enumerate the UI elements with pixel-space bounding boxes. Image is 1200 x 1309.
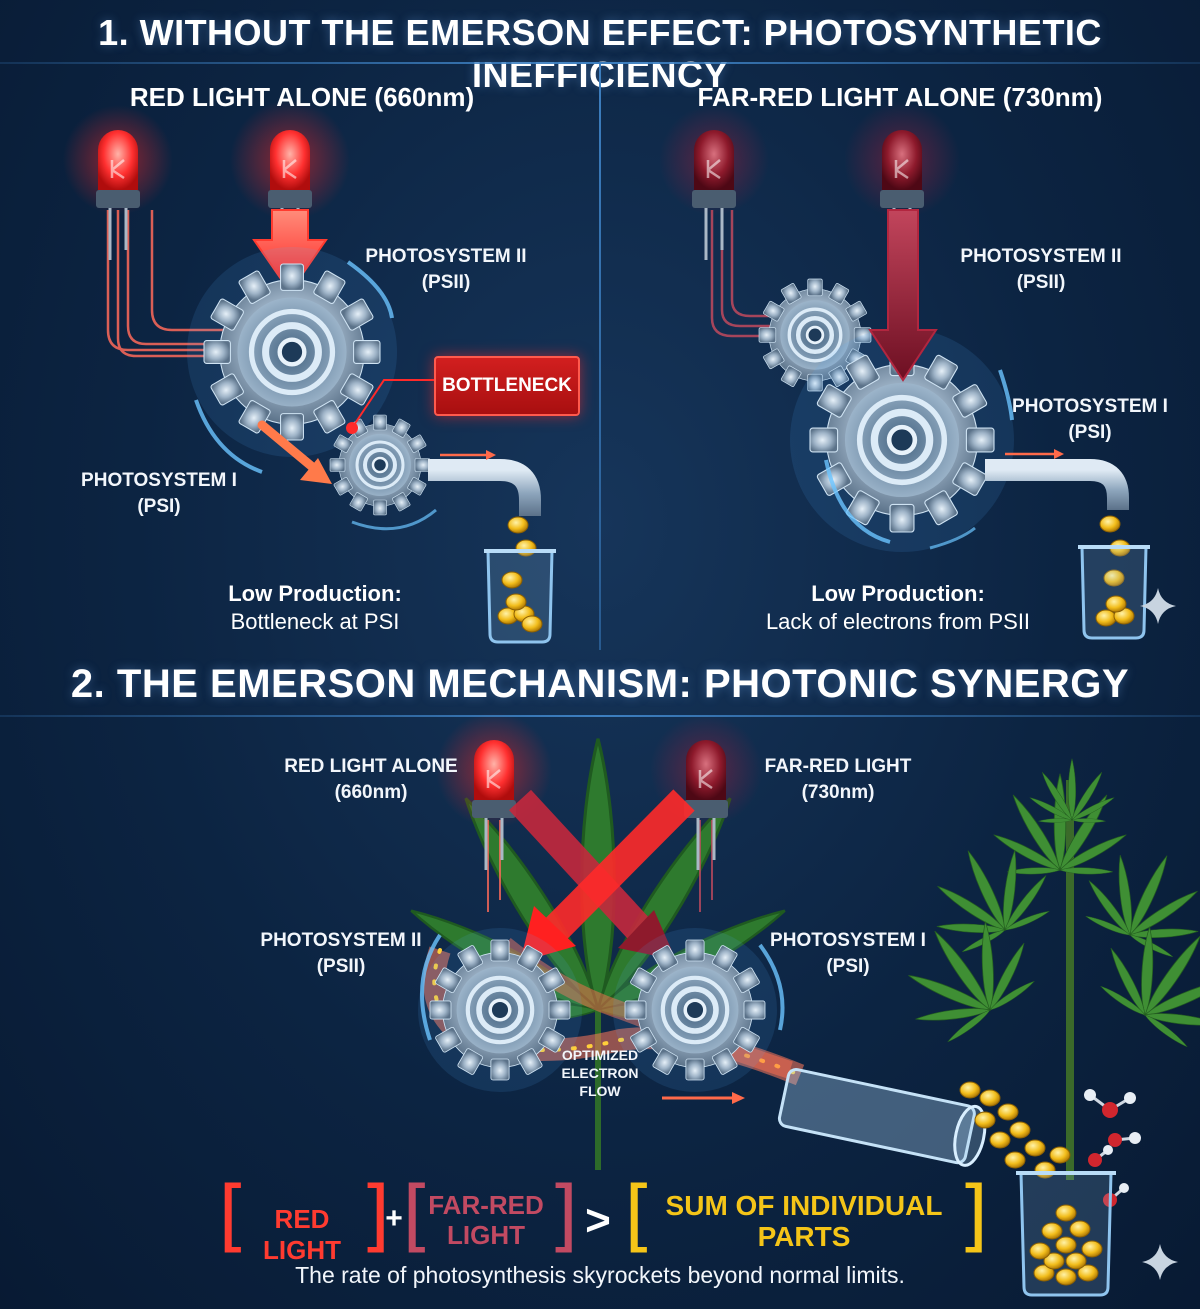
section2-title: 2. THE EMERSON MECHANISM: PHOTONIC SYNER… [70,662,1130,706]
section1-top-divider [0,62,1200,64]
equation-term-red: RED LIGHT [263,1204,341,1265]
left-psii-label: PHOTOSYSTEM II (PSII) [365,246,527,293]
equation-term-farred: FAR-RED LIGHT [428,1190,544,1250]
synergy-farred-label: FAR-RED LIGHT (730nm) [764,756,912,803]
panel-divider [599,64,601,650]
bracket-close-red: ] [360,1171,391,1261]
right-production-note: Low Production: Lack of electrons from P… [720,580,1076,636]
right-panel-graphics [659,102,1176,640]
bracket-open-farred: [ [402,1171,433,1261]
bracket-close-farred: ] [548,1171,579,1261]
left-panel-graphics [63,100,558,644]
left-production-heading: Low Production: [228,581,402,606]
right-production-detail: Lack of electrons from PSII [765,609,1031,634]
synergy-psi-label: PHOTOSYSTEM I (PSI) [770,930,926,977]
bracket-open-red: [ [218,1171,249,1261]
bottleneck-badge: BOTTLENECK [434,356,580,416]
plant-icon [879,759,1200,1180]
left-panel-title: RED LIGHT ALONE (660nm) [129,82,475,112]
left-production-note: Low Production: Bottleneck at PSI [160,580,470,636]
equation-result: SUM OF INDIVIDUAL PARTS [665,1190,943,1252]
electron-flow-label: OPTIMIZED ELECTRON FLOW [561,1047,639,1099]
right-psii-label: PHOTOSYSTEM II (PSII) [960,246,1122,293]
left-production-detail: Bottleneck at PSI [230,609,400,634]
right-psi-label: PHOTOSYSTEM I (PSI) [1012,396,1168,443]
bracket-close-gold: ] [958,1171,989,1261]
synergy-graphics [405,712,1200,1297]
synergy-psii-label: PHOTOSYSTEM II (PSII) [260,930,422,977]
bracket-open-gold: [ [624,1171,655,1261]
right-panel-title: FAR-RED LIGHT ALONE (730nm) [697,82,1103,112]
equation-plus: + [385,1202,403,1235]
section2-divider [0,715,1200,717]
synergy-red-label: RED LIGHT ALONE (660nm) [284,756,458,803]
equation-greater: > [585,1196,611,1245]
synergy-caption: The rate of photosynthesis skyrockets be… [295,1262,905,1288]
left-psi-label: PHOTOSYSTEM I (PSI) [81,470,237,517]
molecule-icon [1084,1089,1141,1207]
right-production-heading: Low Production: [811,581,985,606]
